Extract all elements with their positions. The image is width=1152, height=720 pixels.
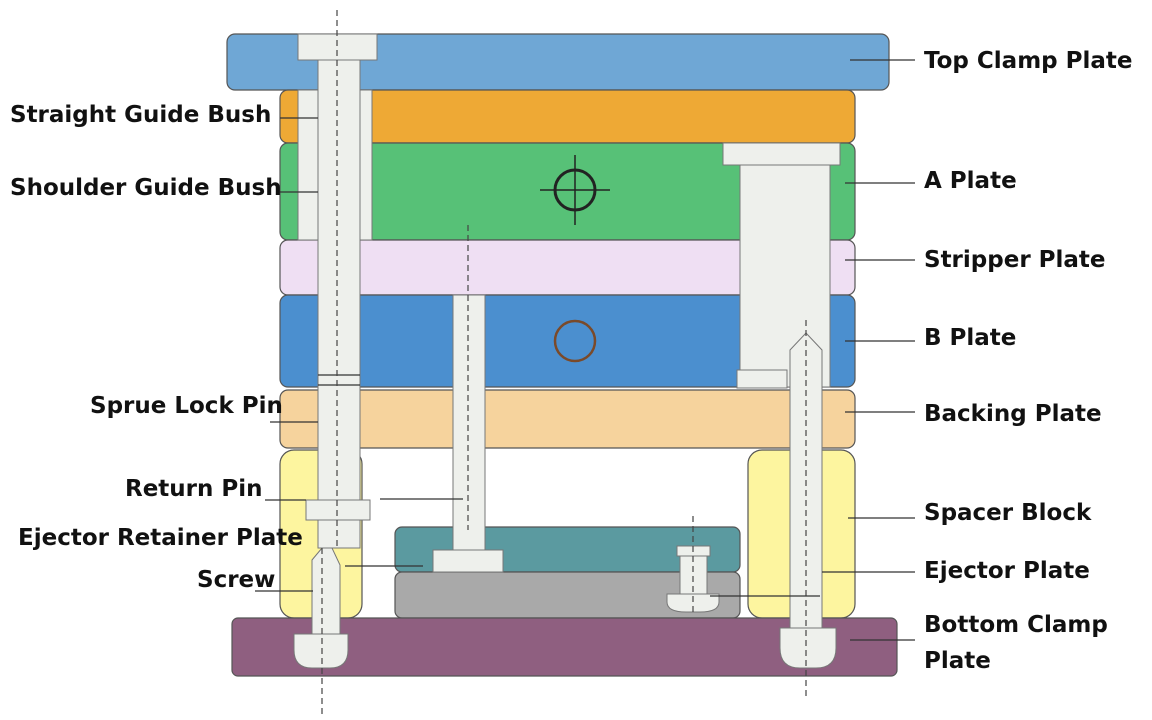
label-ejector-retainer-plate: Ejector Retainer Plate — [18, 525, 303, 551]
label-top-clamp-plate: Top Clamp Plate — [924, 48, 1132, 74]
label-ejector-plate: Ejector Plate — [924, 558, 1090, 584]
return-pin-collar — [305, 499, 371, 521]
label-a-plate: A Plate — [924, 168, 1017, 194]
bush-foot — [736, 369, 788, 389]
backing-plate — [279, 389, 856, 449]
label-straight-guide-bush: Straight Guide Bush — [10, 102, 271, 128]
label-bottom-clamp-line1: Bottom Clamp — [924, 612, 1108, 638]
label-b-plate: B Plate — [924, 325, 1016, 351]
screw-left-head — [293, 633, 349, 669]
right-pin-head — [779, 627, 837, 669]
label-screw: Screw — [197, 567, 275, 593]
guide-pin-shaft — [317, 59, 361, 549]
sprue-lock-pin-head — [432, 549, 504, 573]
label-backing-plate: Backing Plate — [924, 401, 1102, 427]
shoulder-guide-bush — [722, 142, 841, 166]
label-shoulder-guide-bush: Shoulder Guide Bush — [10, 175, 282, 201]
label-bottom-clamp-line2: Plate — [924, 648, 991, 674]
label-spacer-block: Spacer Block — [924, 500, 1092, 526]
cavity-mark-b — [553, 319, 597, 363]
label-sprue-lock-pin: Sprue Lock Pin — [90, 393, 283, 419]
bottom-clamp-plate — [231, 617, 898, 677]
label-return-pin: Return Pin — [125, 476, 263, 502]
guide-pin-head — [297, 33, 378, 61]
screw-left — [311, 547, 341, 636]
cavity-mark-a — [540, 155, 610, 225]
label-stripper-plate: Stripper Plate — [924, 247, 1106, 273]
small-screw-head — [666, 593, 720, 613]
sprue-lock-pin — [452, 294, 486, 551]
